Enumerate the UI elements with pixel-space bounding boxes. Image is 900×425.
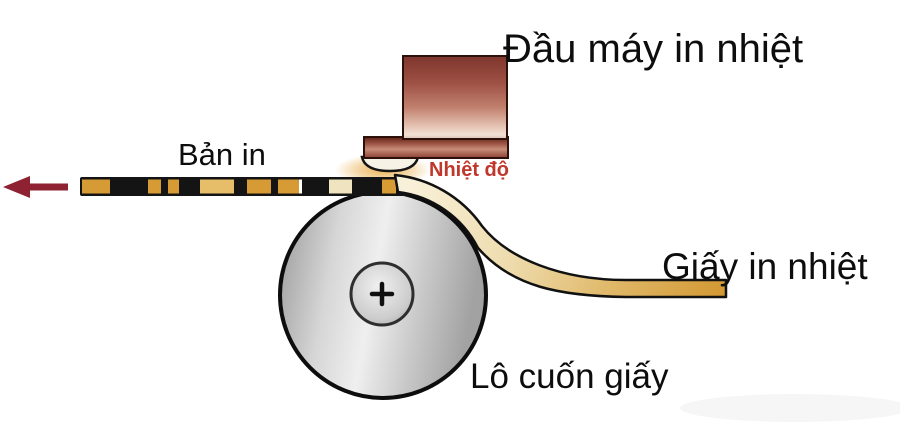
label-printed-output: Bản in (178, 137, 266, 172)
watermark-smudge (680, 394, 900, 422)
thermal-paper-curve (393, 173, 728, 299)
strip-segment (200, 179, 234, 194)
label-print-head: Đầu máy in nhiệt (503, 27, 804, 71)
printed-strip-segments (82, 179, 396, 194)
printed-strip-base (80, 177, 410, 196)
strip-segment (247, 179, 271, 194)
roller-axis-cross-icon (369, 281, 395, 307)
strip-segment (329, 179, 352, 194)
print-head-base (363, 136, 509, 159)
strip-segment (382, 179, 396, 194)
strip-segment (168, 179, 179, 194)
strip-segment (299, 179, 302, 194)
label-paper-roller: Lô cuốn giấy (470, 357, 669, 396)
label-temperature: Nhiệt độ (429, 159, 509, 181)
strip-segment (148, 179, 161, 194)
strip-segment (278, 179, 299, 194)
print-head-nib (360, 155, 420, 173)
paper-roller (278, 190, 488, 400)
printed-strip (80, 177, 410, 196)
strip-segment (82, 179, 110, 194)
paper-feed-arrow (3, 176, 68, 198)
label-thermal-paper: Giấy in nhiệt (662, 246, 868, 287)
print-head-body (402, 55, 508, 140)
